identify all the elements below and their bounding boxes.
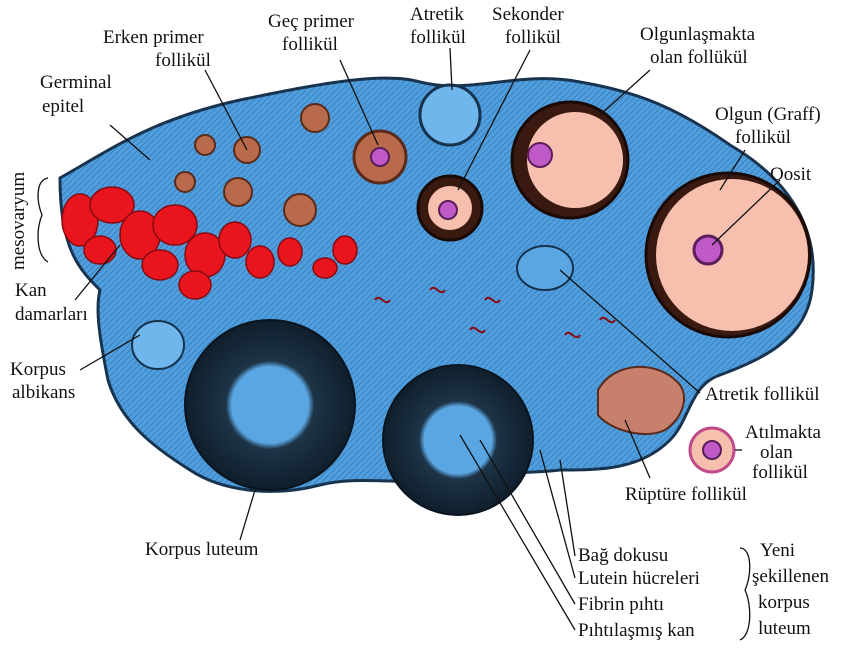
label-olgunlasmakta: Olgunlaşmakta	[640, 24, 756, 45]
label-yeni: Yeni	[760, 540, 795, 561]
label-atilmakta-3: follikül	[752, 462, 808, 483]
label-olgunlasmakta-2: olan follükül	[650, 47, 748, 68]
label-atilmakta-2: olan	[760, 442, 793, 463]
label-atretik-right: Atretik follikül	[705, 384, 820, 405]
label-yeni-3: korpus	[758, 592, 810, 613]
late-primary-follicle	[354, 131, 406, 183]
label-mesovaryum: mesovaryum	[8, 172, 29, 270]
atretic-follicle-top	[420, 85, 480, 145]
ovulating-follicle	[690, 428, 734, 472]
label-sekonder-2: follikül	[505, 27, 561, 48]
label-yeni-2: şekillenen	[752, 566, 830, 587]
label-lutein: Lutein hücreleri	[578, 568, 700, 589]
maturing-follicle	[512, 102, 628, 218]
label-atretik-top-2: follikül	[410, 27, 466, 48]
label-korpus-albikans-2: albikans	[12, 382, 75, 403]
label-erken-primer-2: follikül	[155, 50, 211, 71]
label-graff: Olgun (Graff)	[715, 104, 821, 125]
label-korpus-luteum: Korpus luteum	[145, 539, 259, 560]
secondary-follicle	[418, 176, 482, 240]
label-atilmakta: Atılmakta	[745, 422, 822, 443]
corpus-luteum	[185, 320, 355, 490]
label-erken-primer: Erken primer	[103, 27, 204, 48]
ruptured-follicle	[598, 367, 684, 434]
label-rupture: Rüptüre follikül	[625, 484, 747, 505]
label-sekonder: Sekonder	[492, 4, 564, 25]
label-yeni-4: luteum	[758, 618, 811, 639]
label-fibrin: Fibrin pıhtı	[578, 594, 664, 615]
label-gec-primer-2: follikül	[282, 34, 338, 55]
corpus-albicans	[132, 321, 184, 369]
label-oosit: Oosit	[770, 164, 812, 185]
label-bag-dokusu: Bağ dokusu	[578, 545, 669, 566]
atretic-follicle-right	[517, 246, 573, 290]
label-gec-primer: Geç primer	[268, 11, 355, 32]
label-germinal: Germinal	[40, 72, 112, 93]
label-graff-2: follikül	[735, 127, 791, 148]
label-atretik-top: Atretik	[410, 4, 464, 25]
label-korpus-albikans: Korpus	[10, 359, 66, 380]
label-kan-2: damarları	[15, 304, 88, 325]
label-kan: Kan	[15, 280, 47, 301]
label-germinal-2: epitel	[42, 96, 84, 117]
label-pihti: Pıhtılaşmış kan	[578, 620, 695, 641]
graafian-follicle	[646, 173, 810, 337]
